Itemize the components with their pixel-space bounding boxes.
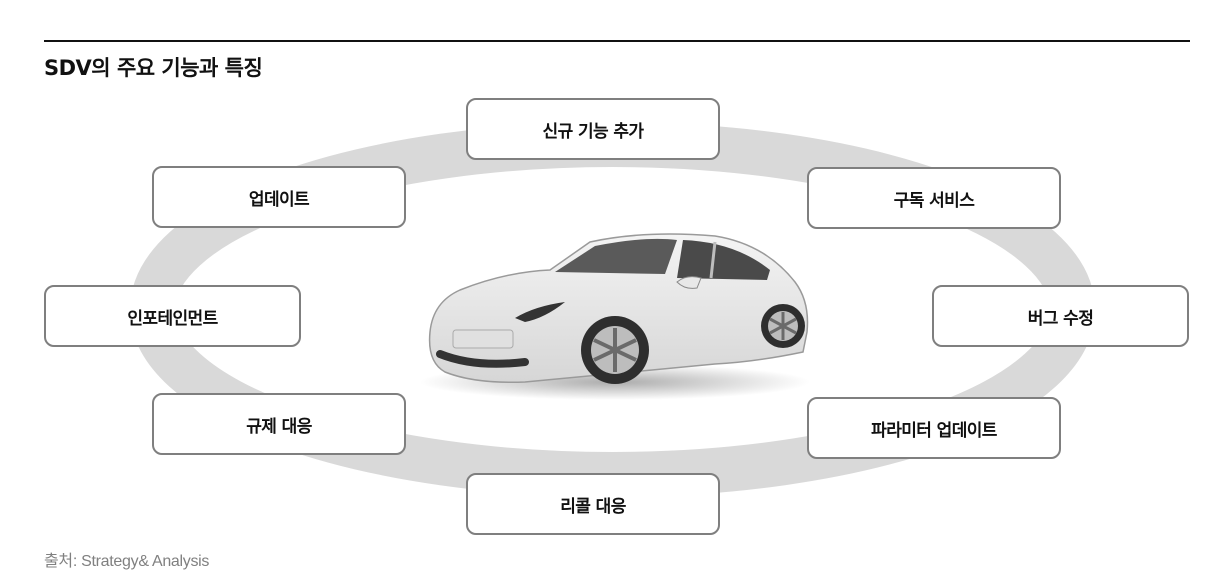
feature-box-recall: 리콜 대응 [466, 473, 720, 535]
feature-box-bug-fix: 버그 수정 [932, 285, 1189, 347]
feature-box-parameter-update: 파라미터 업데이트 [807, 397, 1061, 459]
feature-box-update: 업데이트 [152, 166, 406, 228]
feature-box-infotainment: 인포테인먼트 [44, 285, 301, 347]
car-icon [420, 233, 810, 400]
feature-label: 구독 서비스 [893, 190, 975, 211]
top-divider [44, 40, 1190, 42]
feature-label: 업데이트 [248, 189, 310, 210]
feature-label: 인포테인먼트 [127, 308, 218, 329]
feature-label: 버그 수정 [1027, 308, 1094, 329]
page-title: SDV의 주요 기능과 특징 [44, 56, 263, 80]
feature-box-regulation: 규제 대응 [152, 393, 406, 455]
feature-label: 신규 기능 추가 [542, 121, 644, 142]
source-note: 출처: Strategy& Analysis [44, 553, 210, 570]
feature-label: 규제 대응 [246, 416, 312, 437]
feature-label: 리콜 대응 [560, 496, 626, 517]
feature-box-subscription: 구독 서비스 [807, 167, 1061, 229]
feature-box-new-features: 신규 기능 추가 [466, 98, 720, 160]
feature-label: 파라미터 업데이트 [871, 420, 997, 441]
